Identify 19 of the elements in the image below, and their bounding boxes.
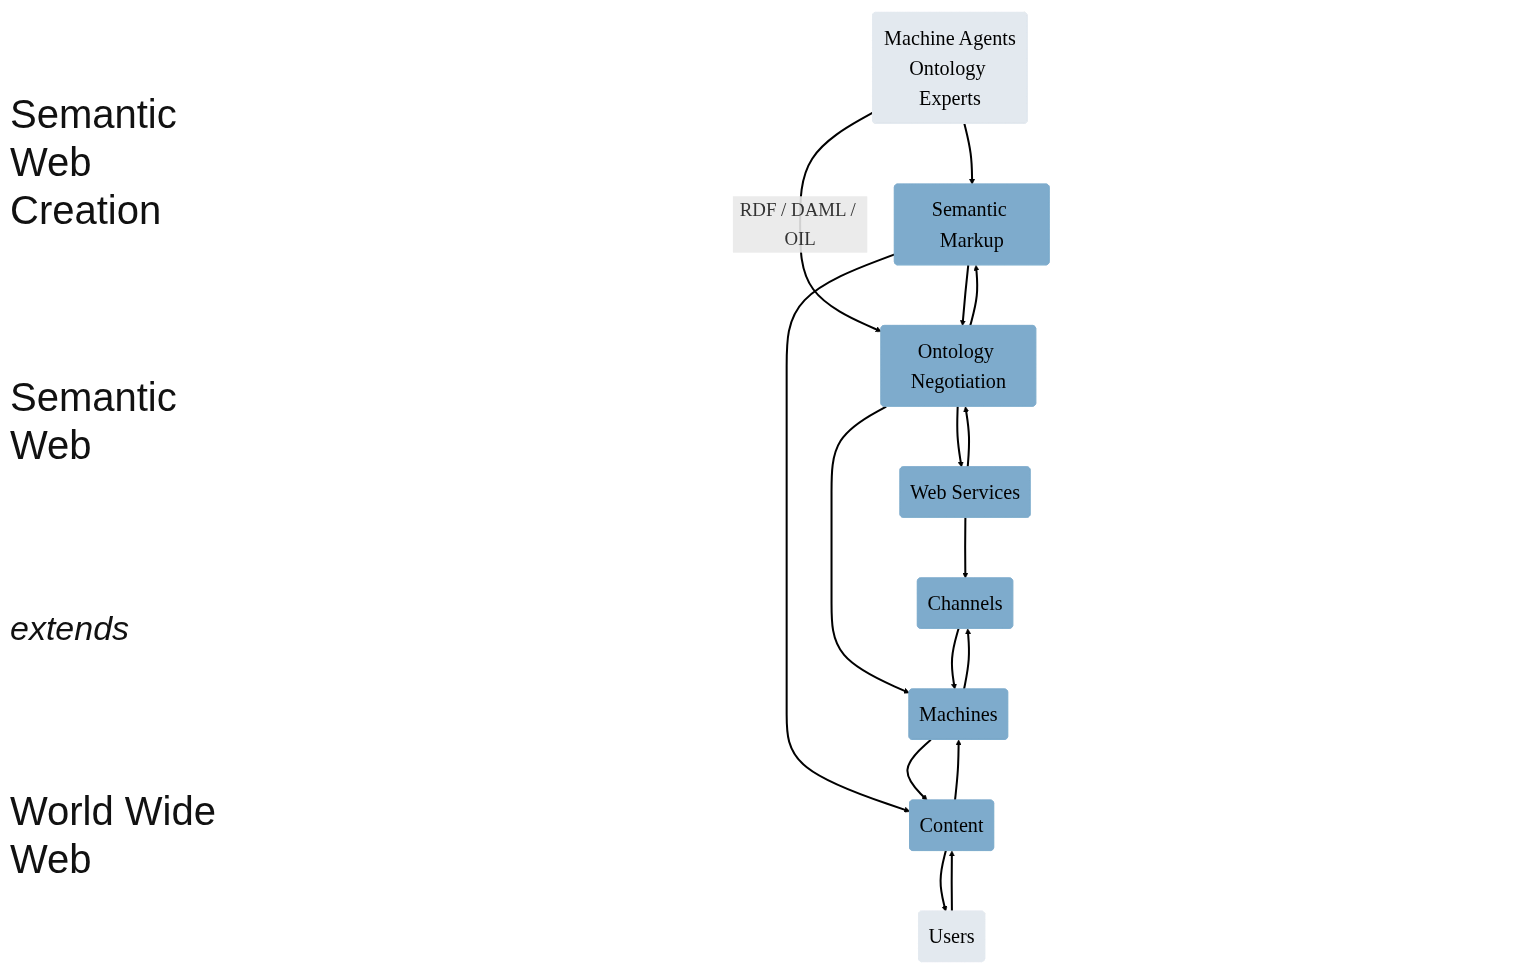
- arrow: [959, 264, 969, 326]
- arrow: [955, 406, 964, 467]
- arrow: [962, 405, 970, 467]
- arrow: [953, 739, 962, 800]
- arrow: [962, 627, 971, 689]
- arrow: [939, 850, 947, 912]
- arrow: [948, 850, 955, 911]
- arrow: [968, 264, 979, 326]
- row-label: World Wide Web: [10, 788, 217, 884]
- edge-label: RDF / DAML / OIL: [739, 199, 856, 249]
- arrow: [830, 405, 910, 693]
- row-label: Semantic Web Creation: [10, 90, 178, 234]
- arrow: [961, 517, 968, 578]
- arrow: [962, 123, 975, 185]
- row-label: Semantic Web: [10, 373, 178, 469]
- arrow: [785, 252, 910, 813]
- arrow: [905, 738, 932, 801]
- row-label: extends: [10, 607, 131, 649]
- arrow: [950, 627, 959, 690]
